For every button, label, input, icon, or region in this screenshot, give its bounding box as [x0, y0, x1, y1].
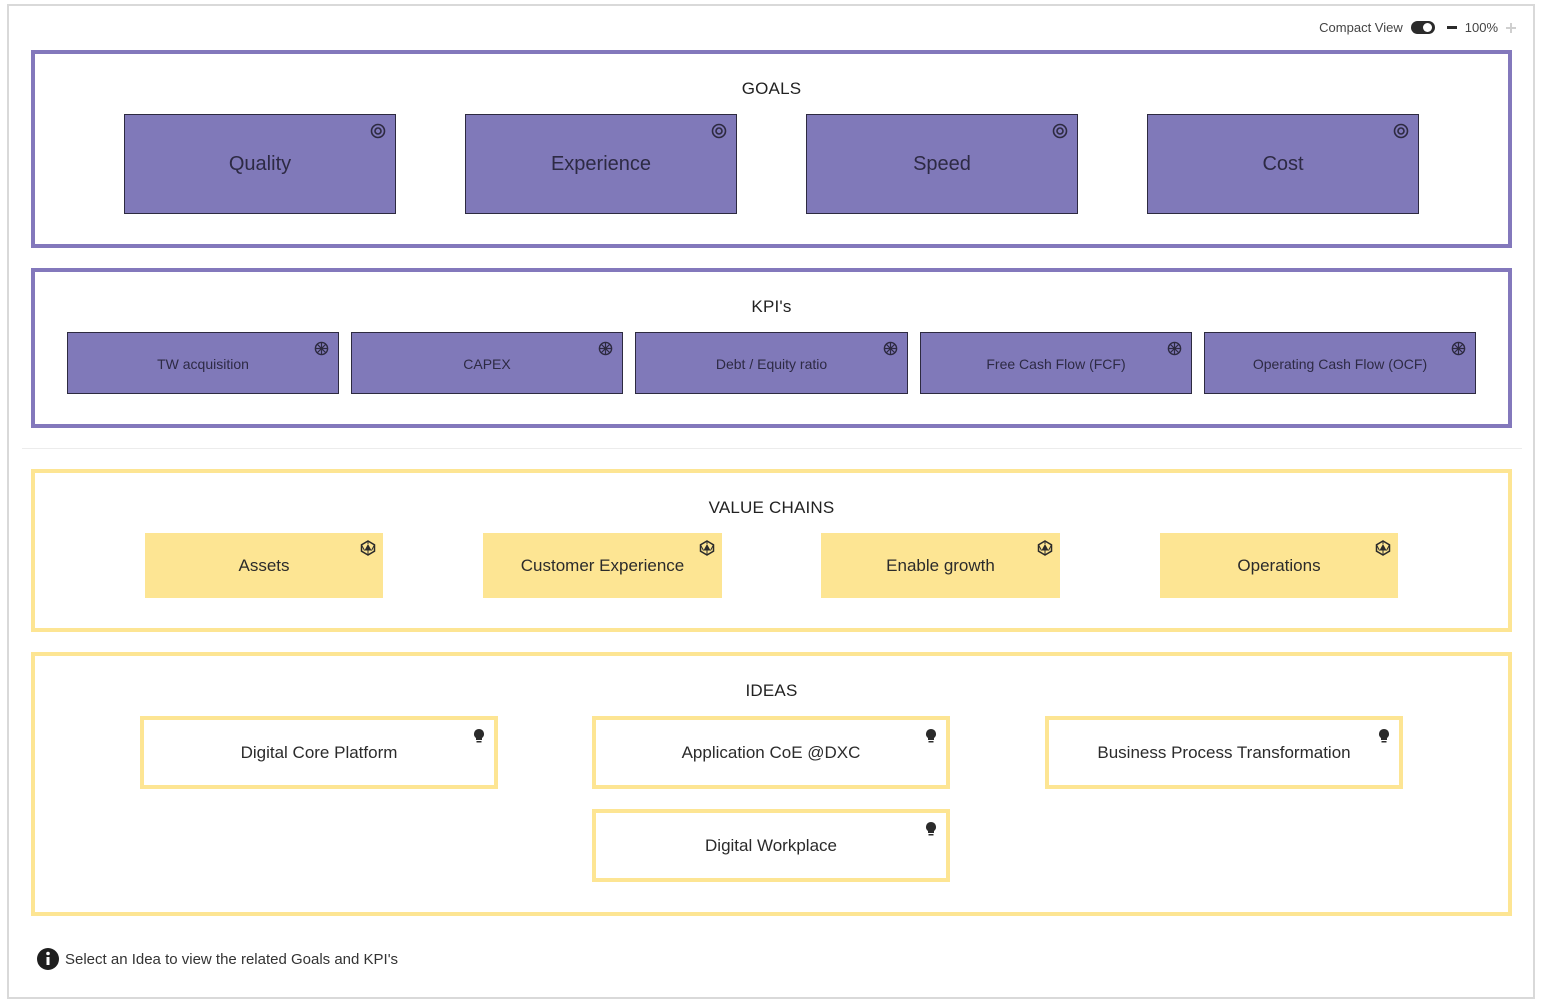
value-chain-card-operations[interactable]: Operations	[1160, 533, 1398, 598]
value-chains-title: VALUE CHAINS	[708, 498, 835, 517]
kpis-title: KPI's	[751, 297, 792, 316]
goal-card-speed[interactable]: Speed	[806, 114, 1078, 214]
kpi-label: Debt / Equity ratio	[715, 356, 828, 372]
idea-card-application-coe[interactable]: Application CoE @DXC	[592, 716, 950, 789]
ideas-title: IDEAS	[745, 681, 798, 700]
kpi-label: Operating Cash Flow (OCF)	[1252, 356, 1428, 372]
zoom-in-button[interactable]	[1506, 22, 1516, 33]
idea-label: Application CoE @DXC	[681, 742, 861, 762]
idea-card-business-process-transformation[interactable]: Business Process Transformation	[1045, 716, 1403, 789]
footer-hint-text: Select an Idea to view the related Goals…	[65, 950, 399, 968]
value-chain-label: Assets	[238, 555, 290, 575]
idea-label: Business Process Transformation	[1097, 742, 1351, 762]
kpi-label: TW acquisition	[157, 356, 249, 372]
goals-section: GOALS Quality Experience Speed Cost	[31, 50, 1512, 248]
goal-label: Speed	[913, 152, 971, 175]
section-divider	[22, 448, 1522, 449]
value-chain-label: Operations	[1237, 555, 1321, 575]
kpi-card-free-cash-flow[interactable]: Free Cash Flow (FCF)	[920, 332, 1192, 394]
target-icon	[1393, 123, 1409, 139]
kpi-card-tw-acquisition[interactable]: TW acquisition	[67, 332, 339, 394]
goal-card-experience[interactable]: Experience	[465, 114, 737, 214]
value-chain-icon	[1375, 540, 1391, 556]
lightbulb-icon	[925, 821, 937, 837]
target-icon	[711, 123, 727, 139]
goal-label: Experience	[550, 152, 652, 175]
goal-label: Cost	[1262, 152, 1304, 175]
goal-card-quality[interactable]: Quality	[124, 114, 396, 214]
kpi-card-operating-cash-flow[interactable]: Operating Cash Flow (OCF)	[1204, 332, 1476, 394]
value-chain-icon	[1037, 540, 1053, 556]
target-icon	[1052, 123, 1068, 139]
idea-card-digital-core-platform[interactable]: Digital Core Platform	[140, 716, 498, 789]
kpi-label: Free Cash Flow (FCF)	[986, 356, 1126, 372]
idea-label: Digital Core Platform	[240, 742, 398, 762]
idea-card-digital-workplace[interactable]: Digital Workplace	[592, 809, 950, 882]
lightbulb-icon	[473, 728, 485, 744]
kpi-card-capex[interactable]: CAPEX	[351, 332, 623, 394]
compact-view-label: Compact View	[1319, 20, 1403, 35]
value-chain-icon	[360, 540, 376, 556]
value-chain-card-enable-growth[interactable]: Enable growth	[821, 533, 1060, 598]
value-chain-label: Customer Experience	[520, 555, 685, 575]
kpi-card-debt-equity-ratio[interactable]: Debt / Equity ratio	[635, 332, 908, 394]
kpi-gear-icon	[883, 341, 898, 356]
lightbulb-icon	[1378, 728, 1390, 744]
footer-hint: Select an Idea to view the related Goals…	[36, 947, 398, 971]
value-chain-label: Enable growth	[886, 555, 995, 575]
value-chains-section: VALUE CHAINS Assets Customer Experience …	[31, 469, 1512, 632]
goals-title: GOALS	[741, 79, 802, 98]
idea-label: Digital Workplace	[705, 835, 837, 855]
target-icon	[370, 123, 386, 139]
goal-label: Quality	[228, 152, 292, 175]
ideas-section: IDEAS Digital Core Platform Application …	[31, 652, 1512, 916]
zoom-out-button[interactable]	[1446, 26, 1457, 29]
goal-card-cost[interactable]: Cost	[1147, 114, 1419, 214]
value-chain-card-customer-experience[interactable]: Customer Experience	[483, 533, 722, 598]
view-controls: Compact View 100%	[1319, 20, 1516, 35]
kpi-gear-icon	[1451, 341, 1466, 356]
kpi-gear-icon	[1167, 341, 1182, 356]
lightbulb-icon	[925, 728, 937, 744]
kpis-section: KPI's TW acquisition CAPEX Debt / Equity…	[31, 268, 1512, 428]
value-chain-icon	[699, 540, 715, 556]
value-chain-card-assets[interactable]: Assets	[145, 533, 383, 598]
kpi-gear-icon	[598, 341, 613, 356]
zoom-level: 100%	[1464, 20, 1498, 35]
compact-view-toggle[interactable]	[1410, 21, 1435, 34]
kpi-gear-icon	[314, 341, 329, 356]
kpi-label: CAPEX	[463, 356, 511, 372]
info-icon	[36, 947, 60, 971]
